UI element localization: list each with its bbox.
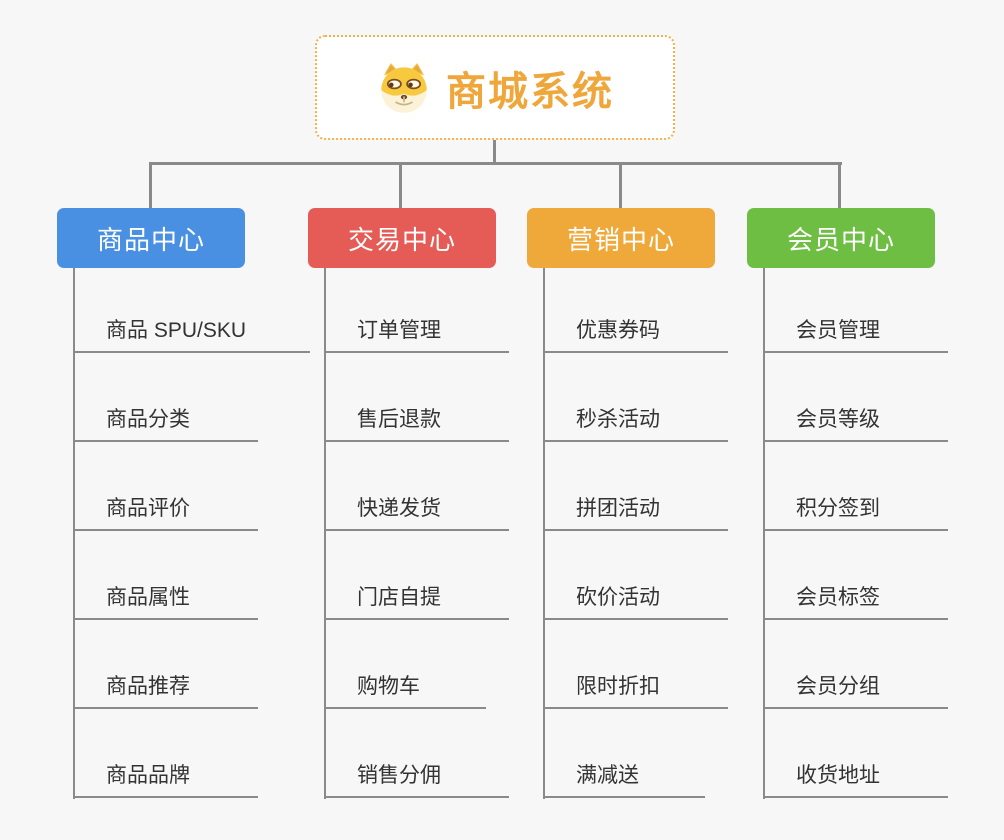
root-node-title: 商城系统 xyxy=(446,69,614,114)
branch-marketing-center: 营销中心 优惠券码 秒杀活动 拼团活动 砍价活动 限时折扣 满减送 xyxy=(527,0,773,840)
mindmap-node[interactable]: 销售分佣 xyxy=(324,743,509,798)
mindmap-node[interactable]: 限时折扣 xyxy=(543,654,728,709)
node-label: 商品品牌 xyxy=(106,764,190,787)
mindmap-node[interactable]: 砍价活动 xyxy=(543,565,728,620)
mindmap-node[interactable]: 积分签到 xyxy=(763,476,948,531)
node-label: 会员等级 xyxy=(796,408,880,431)
mindmap-node[interactable]: 商品品牌 xyxy=(73,743,258,798)
branch-node-member-center[interactable]: 会员中心 xyxy=(747,208,935,268)
mindmap-node[interactable]: 会员标签 xyxy=(763,565,948,620)
mindmap-node[interactable]: 满减送 xyxy=(543,743,705,798)
mindmap-node[interactable]: 商品属性 xyxy=(73,565,258,620)
node-label: 拼团活动 xyxy=(576,497,660,520)
connector-root-stem xyxy=(493,140,496,164)
connector-drop-member xyxy=(838,164,841,210)
mindmap-node[interactable]: 购物车 xyxy=(324,654,486,709)
connector-bus xyxy=(149,162,842,165)
branch-node-product-center[interactable]: 商品中心 xyxy=(57,208,245,268)
mindmap-node[interactable]: 拼团活动 xyxy=(543,476,728,531)
mindmap-node[interactable]: 会员分组 xyxy=(763,654,948,709)
connector-drop-trade xyxy=(399,164,402,210)
node-label: 商品评价 xyxy=(106,497,190,520)
branch-node-trade-center[interactable]: 交易中心 xyxy=(308,208,496,268)
node-label: 满减送 xyxy=(576,764,639,787)
connector-trunk-product xyxy=(73,268,75,799)
branch-trade-center: 交易中心 订单管理 售后退款 快递发货 门店自提 购物车 销售分佣 xyxy=(308,0,554,840)
connector-trunk-member xyxy=(763,268,765,799)
connector-trunk-trade xyxy=(324,268,326,799)
node-label: 收货地址 xyxy=(796,764,880,787)
node-label: 优惠券码 xyxy=(576,319,660,342)
node-label: 商品属性 xyxy=(106,586,190,609)
mindmap-node[interactable]: 收货地址 xyxy=(763,743,948,798)
connector-drop-product xyxy=(149,164,152,210)
node-label: 订单管理 xyxy=(357,319,441,342)
node-label: 会员分组 xyxy=(796,675,880,698)
node-label: 门店自提 xyxy=(357,586,441,609)
node-label: 快递发货 xyxy=(357,497,441,520)
mindmap-node[interactable]: 秒杀活动 xyxy=(543,387,728,442)
root-node-mall-system[interactable]: 商城系统 xyxy=(315,35,675,140)
node-label: 购物车 xyxy=(357,675,420,698)
node-label: 商品分类 xyxy=(106,408,190,431)
mindmap-node[interactable]: 会员管理 xyxy=(763,298,948,353)
doge-icon xyxy=(381,63,427,113)
mindmap-node[interactable]: 商品分类 xyxy=(73,387,258,442)
node-label: 商品推荐 xyxy=(106,675,190,698)
mindmap-node[interactable]: 订单管理 xyxy=(324,298,509,353)
mindmap-node[interactable]: 商品评价 xyxy=(73,476,258,531)
node-label: 商品 SPU/SKU xyxy=(106,319,247,342)
node-label: 砍价活动 xyxy=(576,586,660,609)
mindmap-node[interactable]: 门店自提 xyxy=(324,565,509,620)
mindmap-node[interactable]: 售后退款 xyxy=(324,387,509,442)
mindmap-node[interactable]: 快递发货 xyxy=(324,476,509,531)
node-label: 会员管理 xyxy=(796,319,880,342)
branch-product-center: 商品中心 商品 SPU/SKU 商品分类 商品评价 商品属性 商品推荐 商品品牌 xyxy=(57,0,310,840)
mindmap-node[interactable]: 商品推荐 xyxy=(73,654,258,709)
branch-member-center: 会员中心 会员管理 会员等级 积分签到 会员标签 会员分组 收货地址 xyxy=(747,0,993,840)
mindmap-node[interactable]: 优惠券码 xyxy=(543,298,728,353)
connector-drop-marketing xyxy=(619,164,622,210)
node-label: 销售分佣 xyxy=(357,764,441,787)
node-label: 秒杀活动 xyxy=(576,408,660,431)
mindmap-node[interactable]: 商品 SPU/SKU xyxy=(73,298,310,353)
node-label: 积分签到 xyxy=(796,497,880,520)
node-label: 限时折扣 xyxy=(576,675,660,698)
mindmap-node[interactable]: 会员等级 xyxy=(763,387,948,442)
node-label: 会员标签 xyxy=(796,586,880,609)
node-label: 售后退款 xyxy=(357,408,441,431)
connector-trunk-marketing xyxy=(543,268,545,799)
branch-node-marketing-center[interactable]: 营销中心 xyxy=(527,208,715,268)
